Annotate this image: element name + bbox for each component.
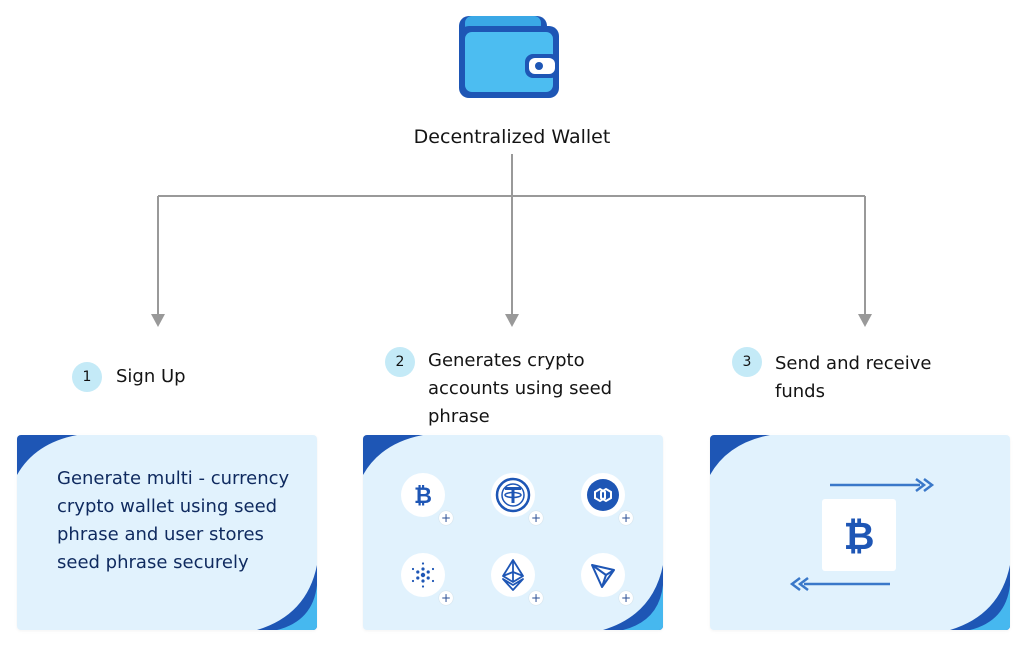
send-arrow-icon xyxy=(830,478,935,492)
arrow-head-left xyxy=(151,314,165,327)
ethereum-icon: + xyxy=(491,553,543,605)
bitcoin-icon: ₿ + xyxy=(401,473,453,525)
tron-icon: + xyxy=(581,553,633,605)
add-icon: + xyxy=(619,591,633,605)
add-icon: + xyxy=(619,511,633,525)
card-decoration xyxy=(710,435,1010,630)
step-2-label: Generates crypto accounts using seed phr… xyxy=(428,350,613,427)
arrow-head-center xyxy=(505,314,519,327)
receive-arrow-icon xyxy=(789,577,890,591)
add-icon: + xyxy=(529,511,543,525)
step-1-label: Sign Up xyxy=(116,366,186,387)
card-decoration xyxy=(17,435,317,630)
card-decoration xyxy=(363,435,663,630)
svg-text:₿: ₿ xyxy=(844,514,875,557)
add-icon: + xyxy=(439,591,453,605)
arrow-head-right xyxy=(858,314,872,327)
step-2-card: ₿ + + + xyxy=(363,435,663,630)
step-1-card: Generate multi - currency crypto wallet … xyxy=(17,435,317,630)
diagram-title: Decentralized Wallet xyxy=(413,126,611,148)
polygon-icon: + xyxy=(581,473,633,525)
bitcoin-transfer-icon: ₿ xyxy=(822,499,896,571)
tether-icon: + xyxy=(491,473,543,525)
cardano-icon: + xyxy=(401,553,453,605)
add-icon: + xyxy=(529,591,543,605)
wallet-icon xyxy=(459,16,559,98)
step-3-badge: 3 xyxy=(732,347,762,377)
step-2-badge: 2 xyxy=(385,347,415,377)
step-3-label: Send and receive funds xyxy=(775,353,932,402)
svg-text:₿: ₿ xyxy=(414,484,432,508)
step-1-badge: 1 xyxy=(72,362,102,392)
step-3-card: ₿ xyxy=(710,435,1010,630)
add-icon: + xyxy=(439,511,453,525)
step-1-description: Generate multi - currency crypto wallet … xyxy=(57,468,290,573)
